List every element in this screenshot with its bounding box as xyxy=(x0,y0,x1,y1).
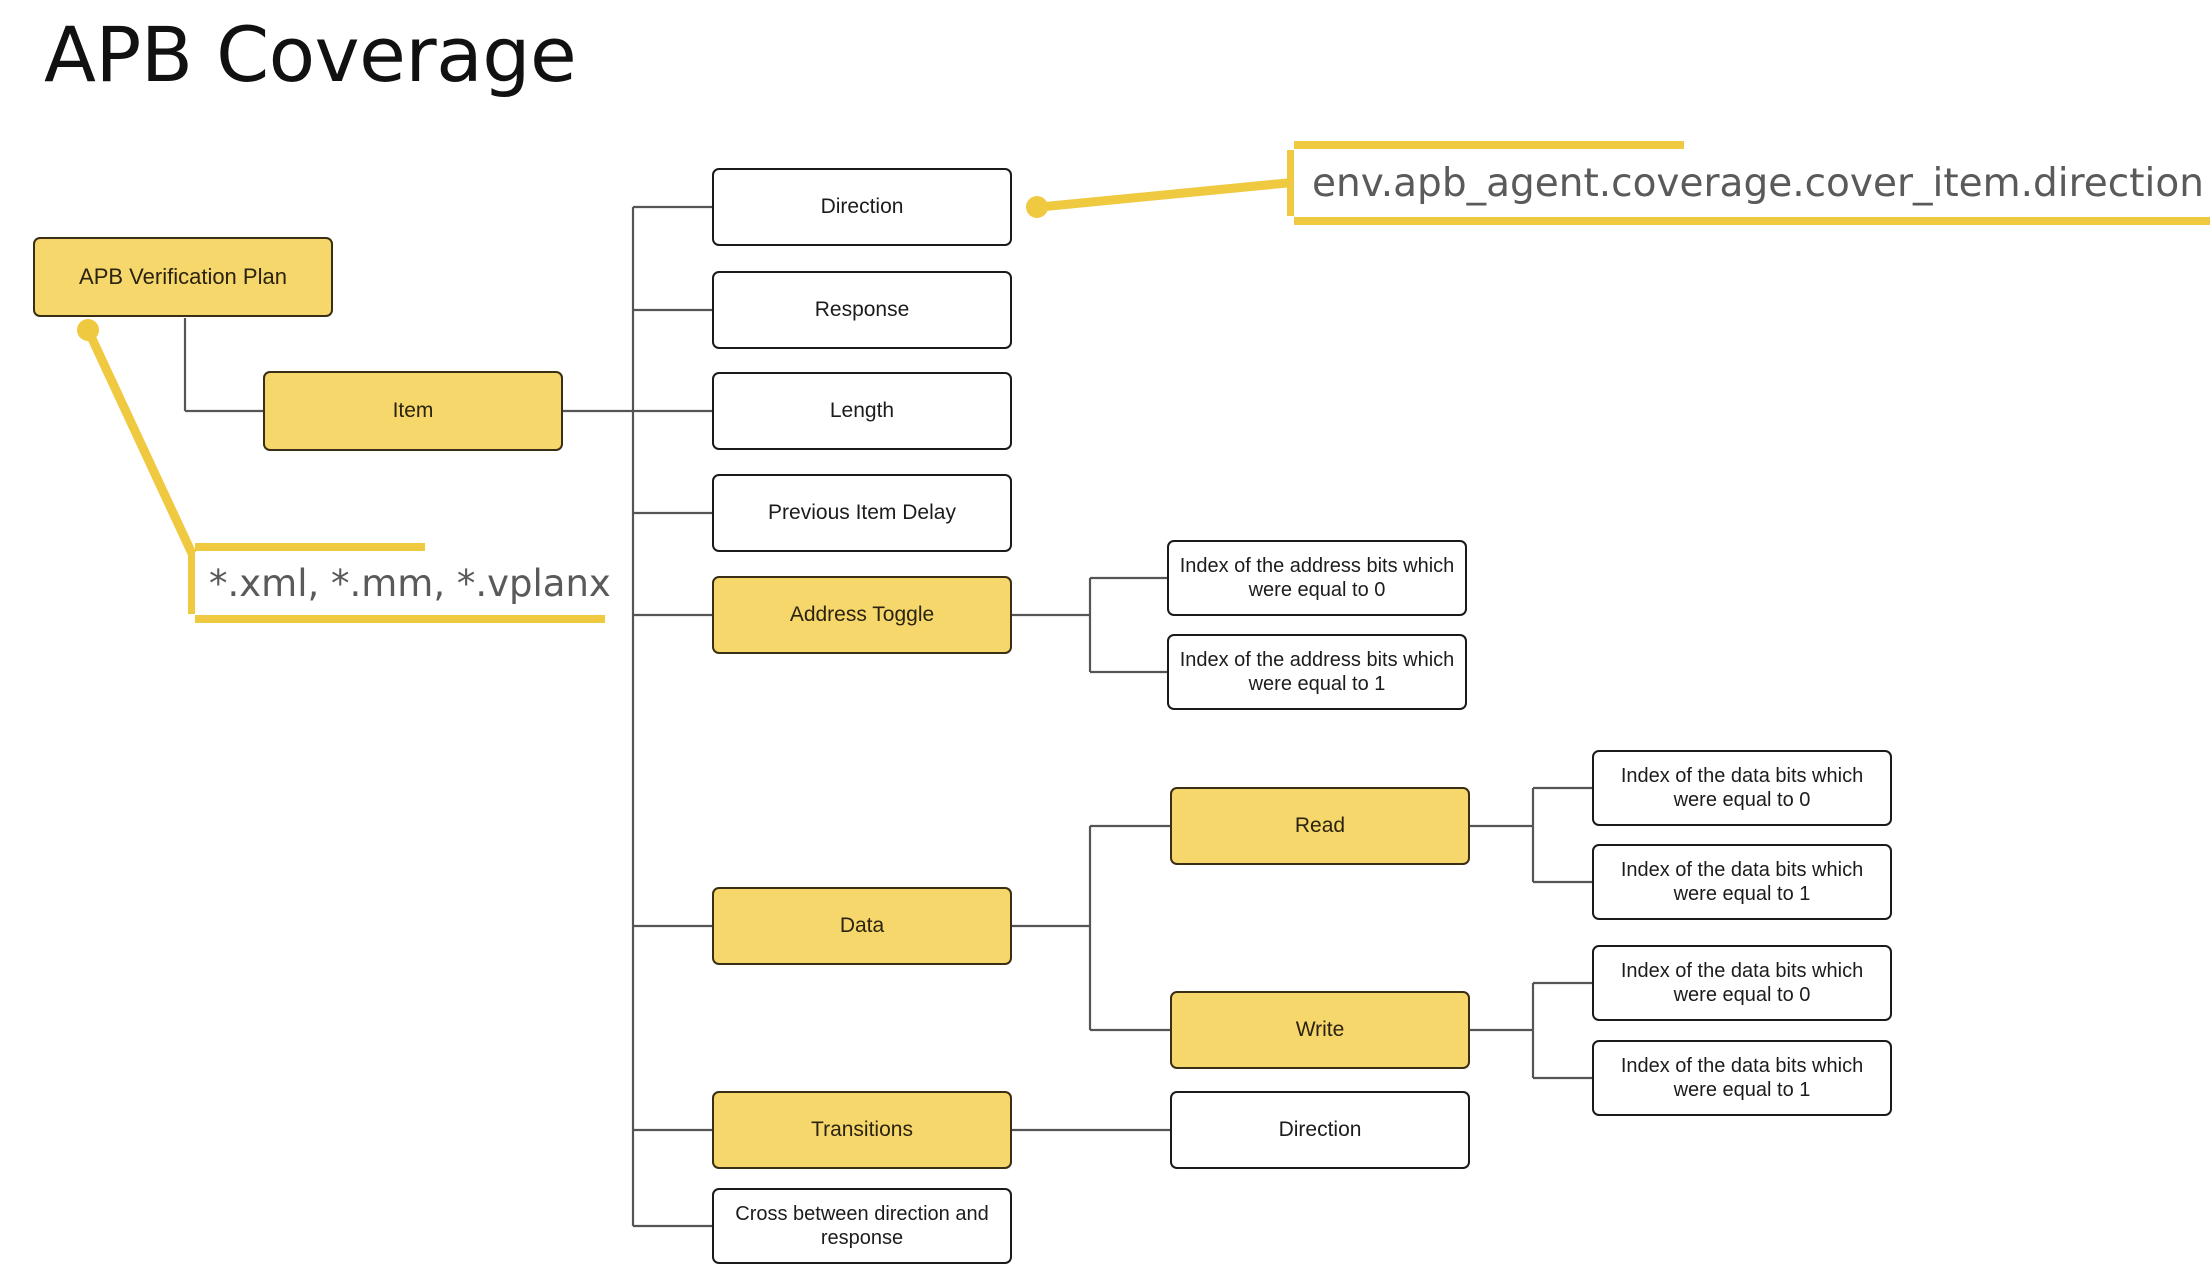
node-length[interactable]: Length xyxy=(712,372,1012,450)
node-read-data-bits-equal-0[interactable]: Index of the data bits which were equal … xyxy=(1592,750,1892,826)
node-label: Direction xyxy=(820,195,904,219)
node-label: Length xyxy=(829,399,895,423)
node-write-data-bits-equal-0[interactable]: Index of the data bits which were equal … xyxy=(1592,945,1892,1021)
page-title: APB Coverage xyxy=(44,10,577,99)
node-label: Data xyxy=(839,914,885,938)
node-label: Index of the data bits which were equal … xyxy=(1620,1054,1864,1101)
node-response[interactable]: Response xyxy=(712,271,1012,349)
node-label: Item xyxy=(392,399,434,423)
callout-bottom-bar xyxy=(1294,217,2210,225)
callout-plan-file-types: *.xml, *.mm, *.vplanx xyxy=(188,543,611,623)
callout-direction-path: env.apb_agent.coverage.cover_item.direct… xyxy=(1287,141,2210,225)
leader-line-direction xyxy=(1035,178,1292,212)
node-direction[interactable]: Direction xyxy=(712,168,1012,246)
node-read[interactable]: Read xyxy=(1170,787,1470,865)
node-label: Previous Item Delay xyxy=(768,501,956,525)
node-label: Index of the data bits which were equal … xyxy=(1620,764,1864,811)
node-write[interactable]: Write xyxy=(1170,991,1470,1069)
node-address-toggle[interactable]: Address Toggle xyxy=(712,576,1012,654)
node-label: Index of the address bits which were equ… xyxy=(1179,554,1455,601)
node-item[interactable]: Item xyxy=(263,371,563,451)
node-previous-item-delay[interactable]: Previous Item Delay xyxy=(712,474,1012,552)
callout-text: *.xml, *.mm, *.vplanx xyxy=(209,561,611,605)
leader-dot-direction xyxy=(1026,196,1048,218)
node-address-bits-equal-0[interactable]: Index of the address bits which were equ… xyxy=(1167,540,1467,616)
node-cross-direction-response[interactable]: Cross between direction and response xyxy=(712,1188,1012,1264)
node-label: Index of the data bits which were equal … xyxy=(1620,858,1864,905)
node-address-bits-equal-1[interactable]: Index of the address bits which were equ… xyxy=(1167,634,1467,710)
leader-dot-plan-files xyxy=(77,319,99,341)
node-write-data-bits-equal-1[interactable]: Index of the data bits which were equal … xyxy=(1592,1040,1892,1116)
node-apb-verification-plan[interactable]: APB Verification Plan xyxy=(33,237,333,317)
node-label: APB Verification Plan xyxy=(79,263,287,289)
node-label: Write xyxy=(1295,1018,1345,1042)
callout-bottom-bar xyxy=(195,615,605,623)
callout-top-bar xyxy=(195,543,425,551)
node-label: Cross between direction and response xyxy=(735,1202,989,1249)
callout-top-bar xyxy=(1294,141,1684,149)
node-data[interactable]: Data xyxy=(712,887,1012,965)
node-label: Direction xyxy=(1278,1118,1362,1142)
node-transitions[interactable]: Transitions xyxy=(712,1091,1012,1169)
node-label: Index of the address bits which were equ… xyxy=(1179,648,1455,695)
node-label: Read xyxy=(1294,814,1346,838)
node-label: Address Toggle xyxy=(789,603,935,627)
node-label: Response xyxy=(814,298,910,322)
callout-text: env.apb_agent.coverage.cover_item.direct… xyxy=(1312,160,2204,206)
node-transitions-direction[interactable]: Direction xyxy=(1170,1091,1470,1169)
node-label: Index of the data bits which were equal … xyxy=(1620,959,1864,1006)
leader-line-plan-files xyxy=(83,325,200,565)
node-label: Transitions xyxy=(811,1118,913,1142)
node-read-data-bits-equal-1[interactable]: Index of the data bits which were equal … xyxy=(1592,844,1892,920)
